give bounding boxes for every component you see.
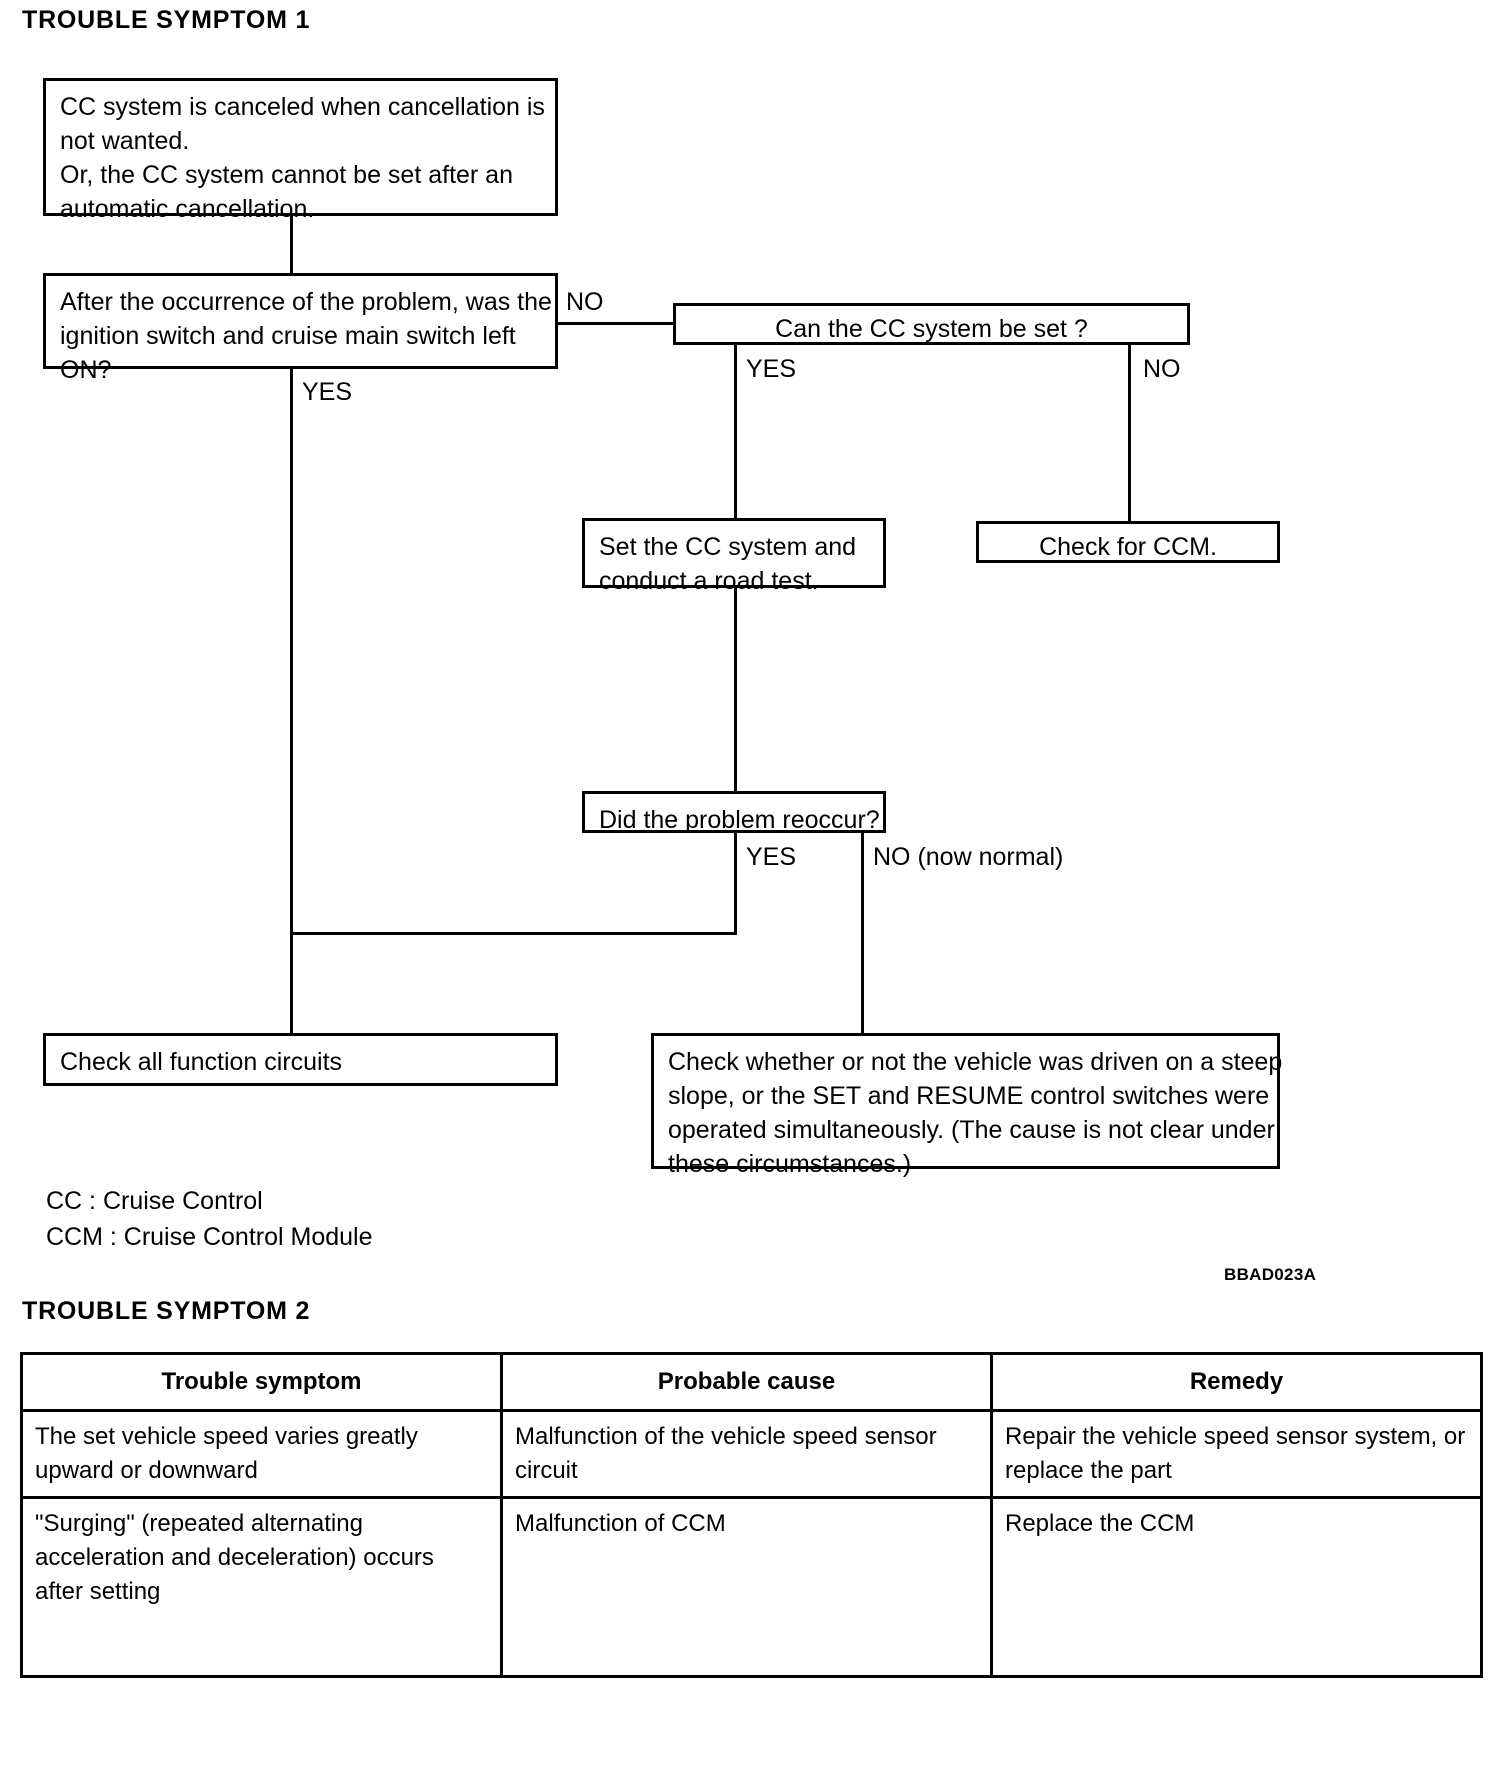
- can-cc-be-set-text: Can the CC system be set ?: [775, 315, 1088, 343]
- check-steep-slope-line-1: Check whether or not the vehicle was dri…: [668, 1048, 1283, 1076]
- cell-remedy-1-line-2: system, or replace the part: [1005, 1423, 1466, 1484]
- trouble-symptom-1-heading: TROUBLE SYMPTOM 1: [22, 6, 311, 34]
- ignition-question-line-1: After the occurrence of the problem, was…: [60, 288, 552, 316]
- cell-symptom-1-line-1: The set vehicle speed varies greatly: [35, 1423, 418, 1450]
- table-row: "Surging" (repeated alternating accelera…: [20, 1496, 1483, 1678]
- connector-reoccur-yes-vertical: [734, 833, 737, 932]
- column-header-probable-cause: Probable cause: [500, 1352, 993, 1412]
- connector-ignition-no: [558, 322, 675, 325]
- check-steep-slope-line-3: operated simultaneously. (The cause is n…: [668, 1116, 1275, 1144]
- cell-cause-1-line-2: sensor circuit: [515, 1423, 937, 1484]
- branch-label-ignition-no: NO: [566, 288, 604, 316]
- table-row: The set vehicle speed varies greatly upw…: [20, 1409, 1483, 1499]
- check-all-function-circuits-box: Check all function circuits: [43, 1033, 558, 1086]
- check-steep-slope-box: Check whether or not the vehicle was dri…: [651, 1033, 1283, 1178]
- check-steep-slope-line-2: slope, or the SET and RESUME control swi…: [668, 1082, 1270, 1110]
- figure-code: BBAD023A: [1224, 1265, 1317, 1284]
- cell-cause-1: Malfunction of the vehicle speed sensor …: [500, 1409, 993, 1499]
- ignition-question-box: After the occurrence of the problem, was…: [43, 273, 558, 384]
- symptom-line-4: automatic cancellation.: [60, 195, 315, 223]
- cell-remedy-2: Replace the CCM: [990, 1496, 1483, 1678]
- branch-label-ignition-yes: YES: [302, 378, 353, 406]
- branch-label-can-set-yes: YES: [746, 355, 797, 383]
- cell-remedy-1-line-1: Repair the vehicle speed sensor: [1005, 1423, 1348, 1450]
- symptom-line-1: CC system is canceled when cancellation …: [60, 93, 545, 121]
- trouble-symptom-2-heading: TROUBLE SYMPTOM 2: [22, 1297, 311, 1325]
- ignition-question-line-3: ON?: [60, 356, 112, 384]
- can-cc-be-set-question-box: Can the CC system be set ?: [673, 303, 1190, 345]
- abbreviation-legend: CC : Cruise Control CCM : Cruise Control…: [46, 1183, 373, 1255]
- column-header-trouble-symptom: Trouble symptom: [20, 1352, 503, 1412]
- set-cc-road-test-box: Set the CC system and conduct a road tes…: [582, 518, 886, 595]
- did-problem-reoccur-box: Did the problem reoccur?: [582, 791, 886, 834]
- table-header-row: Trouble symptom Probable cause Remedy: [20, 1352, 1483, 1412]
- trouble-symptom-2-table: Trouble symptom Probable cause Remedy Th…: [20, 1352, 1483, 1678]
- connector-can-set-no: [1128, 345, 1131, 528]
- branch-label-reoccur-no: NO (now normal): [873, 843, 1064, 871]
- branch-label-can-set-no: NO: [1143, 355, 1181, 383]
- connector-reoccur-no: [861, 833, 864, 1040]
- cell-remedy-1: Repair the vehicle speed sensor system, …: [990, 1409, 1483, 1499]
- connector-reoccur-yes-horizontal: [290, 932, 737, 935]
- branch-label-reoccur-yes: YES: [746, 843, 797, 871]
- set-cc-road-test-line-2: conduct a road test.: [599, 567, 819, 595]
- cell-cause-2-line-1: Malfunction of CCM: [515, 1510, 726, 1537]
- connector-roadtest-to-reoccur: [734, 588, 737, 791]
- cell-symptom-2-line-1: "Surging" (repeated alternating: [35, 1510, 363, 1537]
- cell-cause-2: Malfunction of CCM: [500, 1496, 993, 1678]
- cell-symptom-1-line-2: upward or downward: [35, 1457, 258, 1484]
- legend-line-cc: CC : Cruise Control: [46, 1187, 263, 1215]
- symptom-line-3: Or, the CC system cannot be set after an: [60, 161, 513, 189]
- did-problem-reoccur-text: Did the problem reoccur?: [599, 806, 880, 834]
- check-steep-slope-line-4: these circumstances.): [668, 1150, 912, 1178]
- column-header-remedy: Remedy: [990, 1352, 1483, 1412]
- legend-line-ccm: CCM : Cruise Control Module: [46, 1223, 373, 1251]
- connector-can-set-yes: [734, 345, 737, 528]
- connector-symptom-to-ignition: [290, 216, 293, 273]
- cell-cause-1-line-1: Malfunction of the vehicle speed: [515, 1423, 858, 1450]
- cell-symptom-2: "Surging" (repeated alternating accelera…: [20, 1496, 503, 1678]
- cell-symptom-2-line-3: occurs after setting: [35, 1544, 434, 1605]
- check-for-ccm-box: Check for CCM.: [976, 521, 1280, 563]
- check-all-function-circuits-text: Check all function circuits: [60, 1048, 343, 1076]
- check-for-ccm-text: Check for CCM.: [1039, 533, 1217, 561]
- ignition-question-line-2: ignition switch and cruise main switch l…: [60, 322, 516, 350]
- cell-symptom-2-line-2: acceleration and deceleration): [35, 1544, 357, 1571]
- connector-ignition-yes: [290, 369, 293, 1040]
- cell-symptom-1: The set vehicle speed varies greatly upw…: [20, 1409, 503, 1499]
- symptom-line-2: not wanted.: [60, 127, 190, 155]
- set-cc-road-test-line-1: Set the CC system and: [599, 533, 857, 561]
- symptom-description-box: CC system is canceled when cancellation …: [43, 78, 558, 223]
- cell-remedy-2-line-1: Replace the CCM: [1005, 1510, 1195, 1537]
